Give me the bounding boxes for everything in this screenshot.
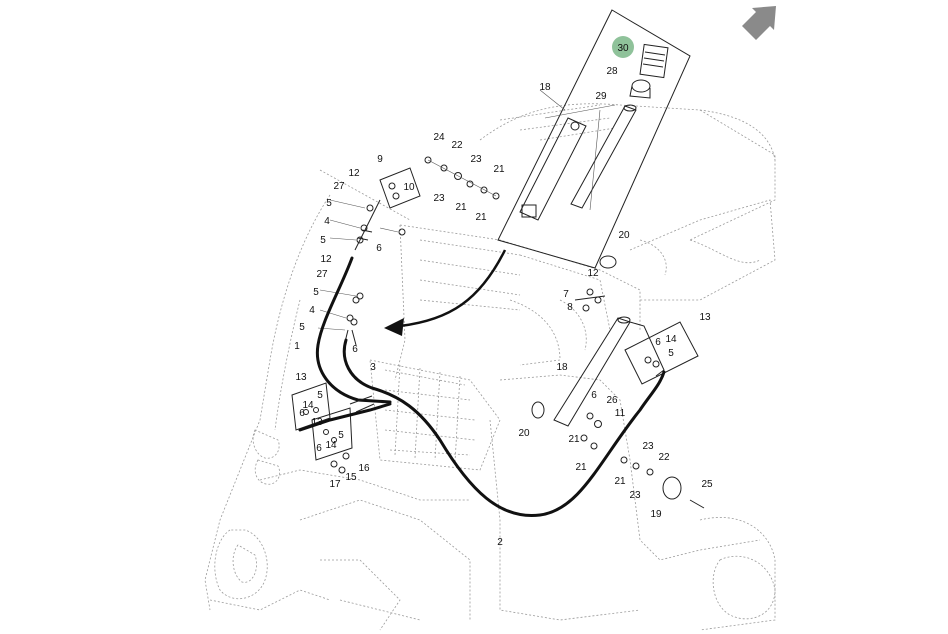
fittings-15-16-17 (330, 452, 350, 474)
washer-stack-lower (580, 412, 705, 509)
inset-box-13-left-b (311, 407, 353, 461)
callout-11: 11 (615, 408, 626, 419)
valve-assembly-upper (329, 199, 406, 251)
callout-21: 21 (568, 434, 580, 445)
callout-18: 18 (556, 362, 568, 373)
machine-sketch (204, 103, 776, 631)
callout-4: 4 (324, 216, 330, 227)
callout-19: 19 (650, 509, 662, 520)
callout-23: 23 (642, 441, 654, 452)
callout-29: 29 (595, 91, 607, 102)
callout-6: 6 (316, 443, 322, 454)
callout-23: 23 (470, 154, 482, 165)
callout-5: 5 (668, 348, 674, 359)
cylinder-inset-frame (497, 9, 691, 269)
callout-24: 24 (433, 132, 445, 143)
callout-27: 27 (333, 181, 345, 192)
callout-5: 5 (338, 430, 344, 441)
callout-25: 25 (701, 479, 713, 490)
direction-arrow (384, 249, 507, 336)
callout-21: 21 (575, 462, 587, 473)
hoses (298, 256, 666, 518)
washer-stack-upper (424, 156, 500, 200)
callout-6: 6 (352, 344, 358, 355)
callout-5: 5 (299, 322, 305, 333)
inset-box-13-right (624, 321, 699, 385)
callout-30[interactable]: 30 (617, 43, 629, 54)
callout-21: 21 (614, 476, 626, 487)
callout-6: 6 (376, 243, 382, 254)
callout-22: 22 (658, 452, 670, 463)
callout-12: 12 (587, 268, 599, 279)
callout-13: 13 (311, 417, 323, 428)
callout-14: 14 (665, 334, 677, 345)
callout-labels: 3028291891012275456122754561324222321232… (294, 36, 713, 548)
callout-15: 15 (345, 472, 357, 483)
callout-21: 21 (493, 164, 505, 175)
callout-12: 12 (348, 168, 360, 179)
callout-5: 5 (317, 390, 323, 401)
callout-18: 18 (539, 82, 551, 93)
lower-cylinder (531, 316, 665, 427)
callout-12: 12 (320, 254, 332, 265)
ring-20-upper (574, 255, 617, 312)
callout-16: 16 (358, 463, 370, 474)
callout-7: 7 (563, 289, 569, 300)
callout-22: 22 (451, 140, 463, 151)
callout-21: 21 (475, 212, 487, 223)
callout-5: 5 (326, 198, 332, 209)
callout-17: 17 (329, 479, 341, 490)
callout-2: 2 (497, 537, 503, 548)
callout-5: 5 (320, 235, 326, 246)
callout-13: 13 (295, 372, 307, 383)
callout-20: 20 (618, 230, 630, 241)
callout-5: 5 (313, 287, 319, 298)
callout-6: 6 (591, 390, 597, 401)
callout-10: 10 (403, 182, 415, 193)
callout-20: 20 (518, 428, 530, 439)
callout-23: 23 (433, 193, 445, 204)
callout-28: 28 (606, 66, 618, 77)
inset-box-9 (379, 167, 421, 209)
callout-9: 9 (377, 154, 383, 165)
arrow-down-left-icon[interactable] (742, 6, 776, 40)
inset-box-13-left-a (291, 382, 331, 431)
callout-13: 13 (699, 312, 711, 323)
callout-3: 3 (370, 362, 376, 373)
callout-21: 21 (455, 202, 467, 213)
callout-8: 8 (567, 302, 573, 313)
callout-4: 4 (309, 305, 315, 316)
callout-27: 27 (316, 269, 328, 280)
callout-14: 14 (325, 440, 337, 451)
callout-14: 14 (302, 400, 314, 411)
callout-1: 1 (294, 341, 300, 352)
callout-6: 6 (655, 337, 661, 348)
callout-23: 23 (629, 490, 641, 501)
callout-26: 26 (606, 395, 618, 406)
highlight-marker[interactable] (612, 36, 634, 58)
callout-6: 6 (299, 408, 305, 419)
